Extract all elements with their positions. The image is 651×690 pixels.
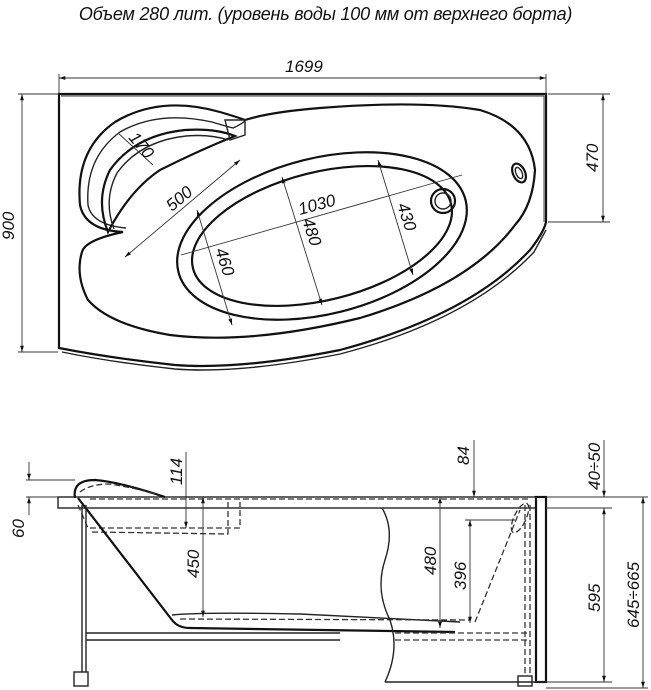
dim-width: 900 <box>0 211 18 240</box>
drawing-title: Объем 280 лит. (уровень воды 100 мм от в… <box>78 4 573 24</box>
dim-headrest-rise: 60 <box>9 519 28 538</box>
front-panel <box>534 495 548 684</box>
dim-headrest-length: 500 <box>162 182 196 215</box>
drain-icon <box>429 187 457 215</box>
tub-outer-outline <box>57 92 548 368</box>
dim-basin-width-right: 430 <box>393 200 420 233</box>
dim-panel-height: 595 <box>585 583 604 612</box>
side-view: 60 114 450 480 396 84 40÷50 595 645÷665 <box>9 440 648 689</box>
dim-depth-center: 480 <box>421 546 440 575</box>
leg-foot-right <box>517 675 533 687</box>
dim-depth-headrest: 450 <box>184 549 203 578</box>
dim-length: 1699 <box>285 57 323 76</box>
dim-headrest-depth: 114 <box>167 458 186 485</box>
headrest-outline <box>78 103 537 339</box>
dim-basin-width-left: 460 <box>211 245 238 278</box>
dim-basin-width-center: 480 <box>298 215 325 248</box>
dim-overflow-offset: 84 <box>454 446 473 465</box>
dim-right-height: 470 <box>583 143 602 172</box>
top-view: 1699 900 470 170 500 1030 480 460 430 <box>0 57 610 371</box>
dim-basin-length: 1030 <box>296 191 338 219</box>
basin-outer <box>176 151 468 321</box>
dim-rim-thickness: 40÷50 <box>585 442 604 490</box>
break-line <box>380 507 395 683</box>
leg-foot-left <box>73 671 89 687</box>
overflow-icon <box>511 162 527 184</box>
dim-total-height: 645÷665 <box>624 561 643 628</box>
dim-depth-drain: 396 <box>451 561 470 590</box>
dim-headrest-width: 170 <box>125 128 158 162</box>
